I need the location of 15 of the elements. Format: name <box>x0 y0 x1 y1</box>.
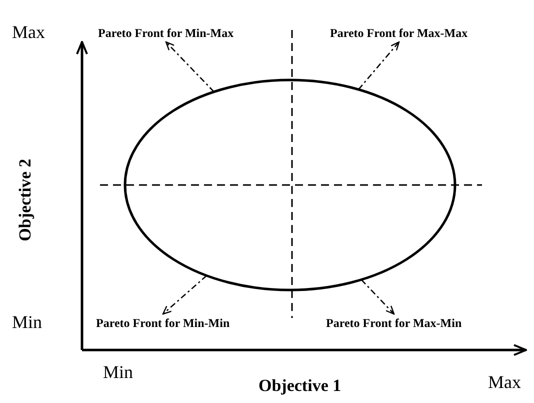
arrow <box>162 275 208 315</box>
arrow <box>360 279 395 315</box>
ellipse <box>124 78 456 292</box>
pareto-front-label: Pareto Front for Min-Max <box>98 26 234 40</box>
arrow <box>165 41 214 92</box>
axis-title: Objective 1 <box>258 376 342 396</box>
axis-title: Objective 2 <box>14 158 35 242</box>
axis-min-label: Min <box>103 362 134 382</box>
axis-min-label: Min <box>12 312 42 332</box>
pareto-front-label: Pareto Front for Max-Min <box>326 316 462 330</box>
pareto-front-label: Pareto Front for Max-Max <box>330 26 468 40</box>
pareto-front-label: Pareto Front for Min-Min <box>96 316 230 330</box>
axis-max-label: Max <box>488 372 521 392</box>
arrow <box>358 41 400 90</box>
axis-max-label: Max <box>12 22 45 42</box>
